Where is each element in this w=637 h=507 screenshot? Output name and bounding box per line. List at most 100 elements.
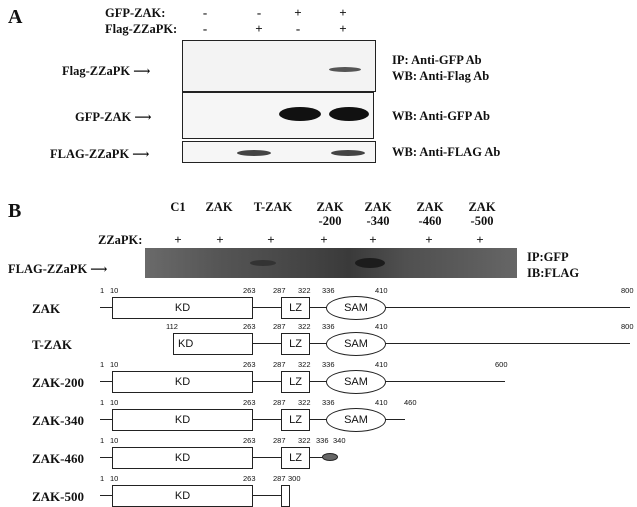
- residue-number: 300: [288, 474, 301, 483]
- row-label-gfp-zak: GFP-ZAK:: [105, 6, 166, 20]
- residue-number: 336: [322, 398, 335, 407]
- sam-domain: SAM: [326, 408, 386, 432]
- residue-number: 460: [404, 398, 417, 407]
- residue-number: 287: [273, 286, 286, 295]
- construct-label: ZAK-340: [32, 413, 84, 428]
- residue-number: 800: [621, 322, 634, 331]
- kinase-domain: KD: [112, 485, 253, 507]
- blot-band: [237, 150, 271, 156]
- residue-number: 336: [322, 322, 335, 331]
- blot-note: WB: Anti-GFP Ab: [392, 109, 490, 123]
- flag-zzapk-sign: +: [255, 21, 263, 36]
- column-header: ZAK-460: [416, 200, 444, 228]
- zzapk-sign: +: [369, 232, 377, 247]
- residue-number: 287: [273, 436, 286, 445]
- lz-fragment: [281, 485, 290, 507]
- leucine-zipper: LZ: [281, 297, 310, 319]
- residue-number: 263: [243, 360, 256, 369]
- residue-number: 263: [243, 398, 256, 407]
- row-label-flag-zzapk: Flag-ZZaPK:: [105, 22, 178, 36]
- residue-number: 336: [316, 436, 329, 445]
- gfp-zak-sign: -: [202, 5, 208, 20]
- flag-zzapk-sign: +: [339, 21, 347, 36]
- residue-number: 322: [298, 360, 311, 369]
- construct-label: ZAK-460: [32, 451, 84, 466]
- residue-number: 10: [110, 474, 119, 483]
- western-blot-ip: [182, 40, 376, 92]
- panel-b-letter: B: [8, 200, 22, 222]
- leucine-zipper: LZ: [281, 409, 310, 431]
- residue-number: 10: [110, 436, 119, 445]
- arrow-icon: ⟶: [90, 262, 108, 276]
- gfp-zak-sign: +: [339, 5, 347, 20]
- residue-number: 322: [298, 398, 311, 407]
- residue-number: 410: [375, 360, 388, 369]
- blot-label-flag-zzapk-2: FLAG-ZZaPK ⟶: [50, 147, 150, 161]
- residue-number: 10: [110, 360, 119, 369]
- residue-number: 340: [333, 436, 346, 445]
- residue-number: 1: [100, 398, 105, 407]
- residue-number: 322: [298, 322, 311, 331]
- arrow-icon: ⟶: [133, 64, 151, 78]
- leucine-zipper: LZ: [281, 333, 310, 355]
- zzapk-sign: +: [320, 232, 328, 247]
- arrow-icon: ⟶: [132, 147, 150, 161]
- residue-number: 336: [322, 286, 335, 295]
- zzapk-sign: +: [425, 232, 433, 247]
- kinase-domain: KD: [112, 447, 253, 469]
- sam-domain: SAM: [326, 370, 386, 394]
- arrow-icon: ⟶: [134, 110, 152, 124]
- zzapk-sign: +: [476, 232, 484, 247]
- kinase-domain: KD: [112, 409, 253, 431]
- residue-number: 1: [100, 474, 105, 483]
- construct-label: ZAK: [32, 301, 61, 316]
- residue-number: 287: [273, 322, 286, 331]
- zzapk-sign: +: [174, 232, 182, 247]
- blot-note: IP:GFP: [527, 250, 569, 264]
- construct-label: ZAK-500: [32, 489, 84, 504]
- kinase-domain: KD: [112, 297, 253, 319]
- residue-number: 112: [166, 322, 178, 331]
- zzapk-sign: +: [216, 232, 224, 247]
- western-blot-flag: [182, 141, 376, 163]
- construct-label: T-ZAK: [32, 337, 72, 352]
- sam-fragment: [322, 453, 338, 461]
- residue-number: 336: [322, 360, 335, 369]
- blot-band: [279, 107, 321, 121]
- residue-number: 10: [110, 286, 119, 295]
- gfp-zak-sign: -: [256, 5, 262, 20]
- blot-note: WB: Anti-Flag Ab: [392, 69, 490, 83]
- sam-domain: SAM: [326, 296, 386, 320]
- sequence-line: [173, 343, 630, 344]
- kinase-domain: KD: [173, 333, 253, 355]
- gfp-zak-sign: +: [294, 5, 302, 20]
- residue-number: 600: [495, 360, 508, 369]
- column-header: C1: [170, 200, 186, 214]
- column-header: ZAK-200: [316, 200, 344, 228]
- zzapk-sign: +: [267, 232, 275, 247]
- blot-note: IP: Anti-GFP Ab: [392, 53, 482, 67]
- panel-a-letter: A: [8, 6, 23, 28]
- zzapk-label: ZZaPK:: [98, 233, 143, 247]
- leucine-zipper: LZ: [281, 447, 310, 469]
- residue-number: 263: [243, 436, 256, 445]
- blot-note: IB:FLAG: [527, 266, 580, 280]
- blot-label-flag-zzapk: Flag-ZZaPK ⟶: [62, 64, 151, 78]
- flag-zzapk-sign: -: [295, 21, 301, 36]
- residue-number: 287: [273, 360, 286, 369]
- residue-number: 263: [243, 474, 256, 483]
- residue-number: 410: [375, 286, 388, 295]
- blot-band: [329, 67, 361, 72]
- residue-number: 322: [298, 436, 311, 445]
- residue-number: 410: [375, 398, 388, 407]
- residue-number: 287: [273, 474, 286, 483]
- column-header: ZAK-500: [468, 200, 496, 228]
- blot-label-flag-zzapk-b: FLAG-ZZaPK ⟶: [8, 262, 108, 276]
- blot-band: [331, 150, 365, 156]
- sam-domain: SAM: [326, 332, 386, 356]
- residue-number: 1: [100, 360, 105, 369]
- kinase-domain: KD: [112, 371, 253, 393]
- construct-label: ZAK-200: [32, 375, 84, 390]
- leucine-zipper: LZ: [281, 371, 310, 393]
- residue-number: 322: [298, 286, 311, 295]
